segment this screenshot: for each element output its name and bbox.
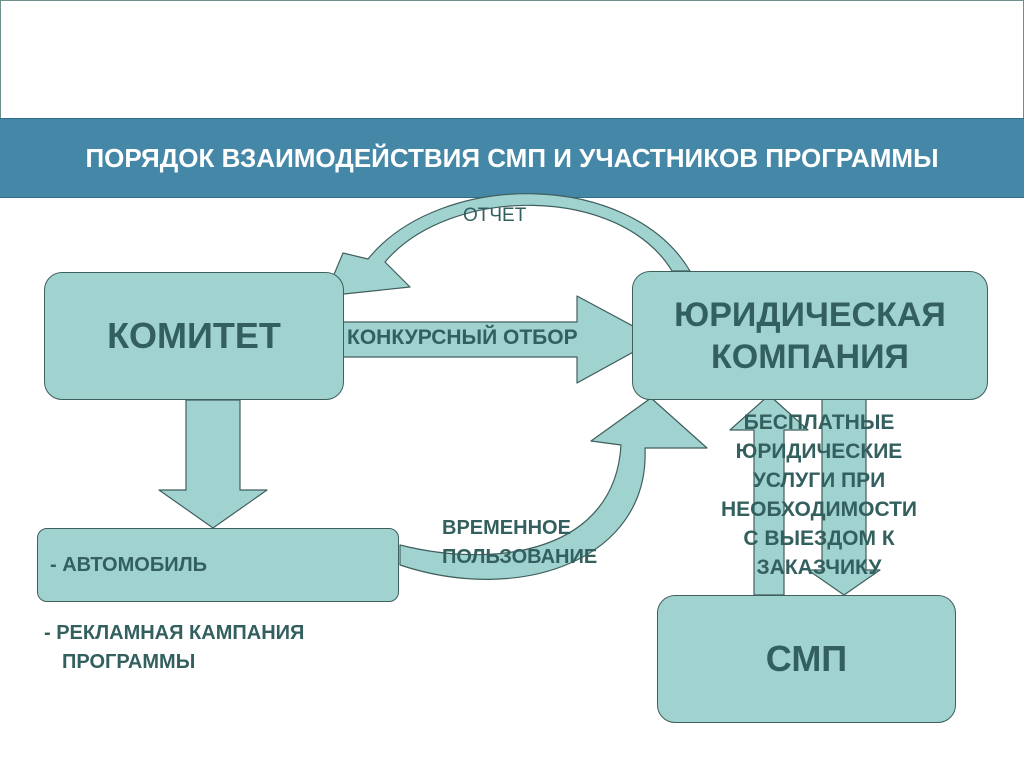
- competitive-selection-label: КОНКУРСНЫЙ ОТБОР: [347, 326, 578, 349]
- temporary-use-line2: ПОЛЬЗОВАНИЕ: [442, 546, 598, 568]
- free-services-line3: УСЛУГИ ПРИ: [752, 469, 886, 492]
- free-services-line6: ЗАКАЗЧИКУ: [756, 556, 882, 579]
- ad-campaign-line1: - РЕКЛАМНАЯ КАМПАНИЯ: [44, 622, 305, 644]
- ad-campaign-line2: ПРОГРАММЫ: [62, 651, 196, 673]
- legal-company-label-line1: ЮРИДИЧЕСКАЯ: [674, 295, 946, 334]
- ad-campaign-note: - РЕКЛАМНАЯ КАМПАНИЯ ПРОГРАММЫ: [44, 619, 304, 677]
- free-services-label: БЕСПЛАТНЫЕ ЮРИДИЧЕСКИЕ УСЛУГИ ПРИ НЕОБХО…: [688, 408, 950, 582]
- smp-to-legal-arrow: [729, 394, 809, 596]
- title-band: ПОРЯДОК ВЗАИМОДЕЙСТВИЯ СМП И УЧАСТНИКОВ …: [0, 118, 1024, 198]
- report-arrow: [324, 193, 691, 297]
- free-services-line4: НЕОБХОДИМОСТИ: [720, 498, 918, 521]
- committee-to-car-arrow: [158, 399, 268, 529]
- free-services-line1: БЕСПЛАТНЫЕ: [743, 411, 895, 434]
- header-blank-area: [0, 0, 1024, 119]
- car-node: - АВТОМОБИЛЬ: [37, 528, 399, 602]
- legal-company-label-line2: КОМПАНИЯ: [711, 337, 909, 376]
- committee-label: КОМИТЕТ: [107, 315, 281, 356]
- competitive-selection-arrow: [342, 295, 658, 384]
- legal-company-node: ЮРИДИЧЕСКАЯ КОМПАНИЯ: [632, 271, 988, 400]
- page-title: ПОРЯДОК ВЗАИМОДЕЙСТВИЯ СМП И УЧАСТНИКОВ …: [85, 143, 939, 173]
- free-services-line2: ЮРИДИЧЕСКИЕ: [735, 440, 903, 463]
- temporary-use-label: ВРЕМЕННОЕ ПОЛЬЗОВАНИЕ: [442, 514, 597, 572]
- temporary-use-line1: ВРЕМЕННОЕ: [442, 517, 571, 539]
- car-label: - АВТОМОБИЛЬ: [50, 553, 207, 576]
- legal-to-smp-arrow: [807, 397, 881, 596]
- free-services-line5: С ВЫЕЗДОМ К: [743, 527, 895, 550]
- smp-label: СМП: [765, 638, 848, 679]
- report-label: ОТЧЕТ: [463, 205, 527, 226]
- committee-node: КОМИТЕТ: [44, 272, 344, 400]
- smp-node: СМП: [657, 595, 956, 723]
